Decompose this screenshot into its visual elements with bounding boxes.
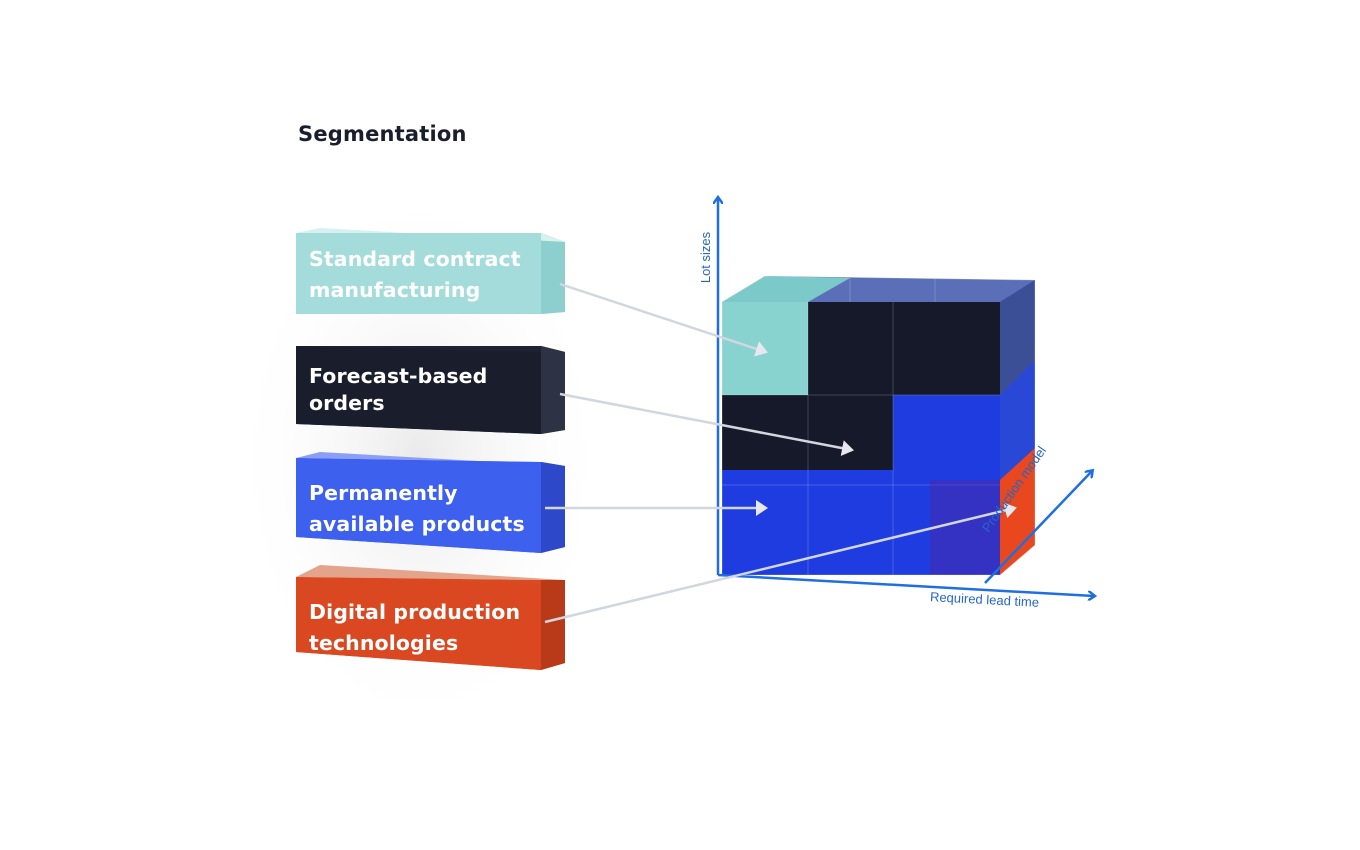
segment-block-forecast <box>296 346 565 434</box>
y-axis-label: Lot sizes <box>698 231 714 284</box>
cube-right-orange <box>1000 448 1035 575</box>
cube-region-standard <box>722 302 808 395</box>
connector-standard <box>559 282 768 357</box>
axes <box>718 198 1094 596</box>
segment-label-permanent-line2: available products <box>309 512 525 536</box>
segment-label-permanent-line1: Permanently <box>309 481 458 505</box>
segment-label-standard-line2: manufacturing <box>309 278 481 302</box>
segmentation-cube <box>721 275 1036 576</box>
segment-block-digital <box>296 565 565 670</box>
cube-region-digital-inner <box>930 480 1000 575</box>
connector-arrows <box>544 282 1017 624</box>
z-axis <box>984 471 1092 584</box>
segment-label-permanent: Permanently available products <box>309 478 525 540</box>
segment-label-digital-line1: Digital production <box>309 600 521 624</box>
cube-region-forecast <box>722 302 1000 470</box>
segment-label-standard: Standard contract manufacturing <box>309 244 521 306</box>
segment-block-standard <box>296 228 565 314</box>
segment-block-permanent <box>296 452 565 553</box>
x-axis <box>717 573 1094 596</box>
cube-grid <box>722 278 1000 575</box>
segment-label-digital-line2: technologies <box>309 631 459 655</box>
segment-label-forecast-line2: orders <box>309 391 385 415</box>
connector-digital <box>544 502 1017 624</box>
connector-forecast <box>559 392 854 456</box>
page-title: Segmentation <box>298 122 467 146</box>
cube-top-teal <box>722 276 850 302</box>
segment-label-forecast-line1: Forecast-based <box>309 364 488 388</box>
segment-label-digital: Digital production technologies <box>309 597 520 659</box>
segment-label-standard-line1: Standard contract <box>309 247 521 271</box>
segment-label-forecast: Forecast-based orders <box>309 363 487 417</box>
cube-right-top <box>1000 280 1035 395</box>
